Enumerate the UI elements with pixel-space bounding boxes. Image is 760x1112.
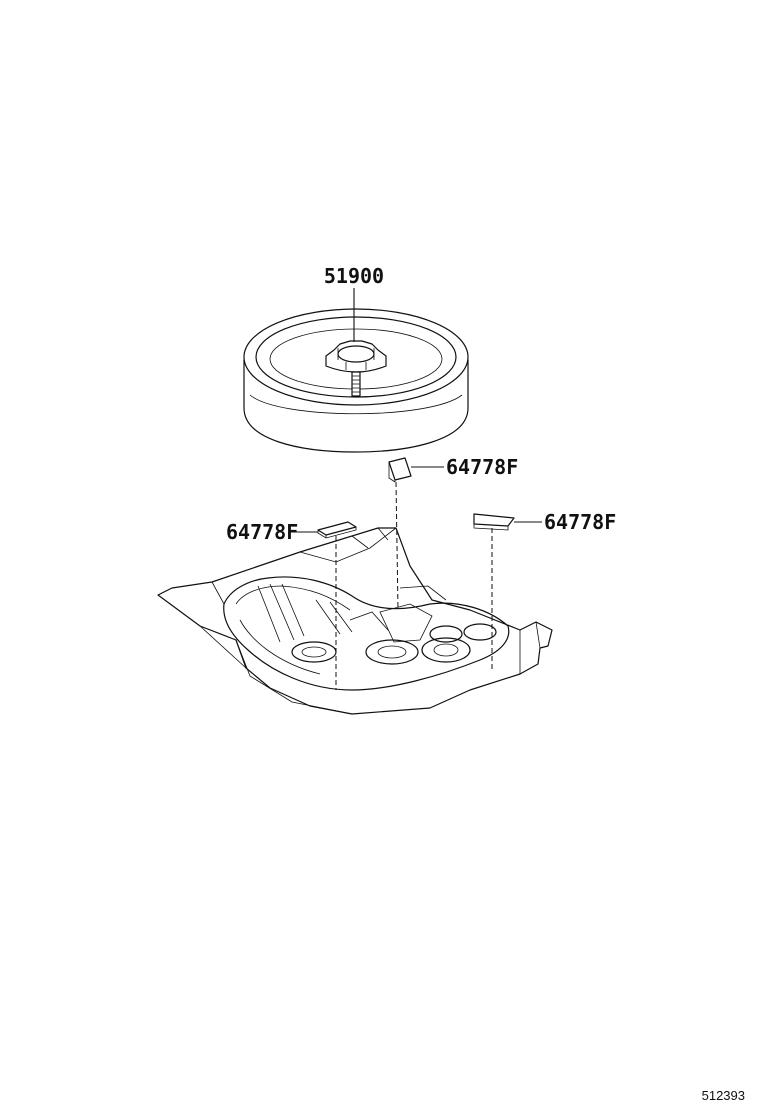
label-64778f-left: 64778F [226, 520, 298, 544]
pad-top-illustration [388, 457, 412, 483]
pad-left-illustration [317, 521, 357, 539]
pad-right-illustration [473, 513, 515, 531]
locator-lines [335, 481, 493, 690]
label-64778f-top: 64778F [446, 455, 518, 479]
label-51900: 51900 [324, 264, 384, 288]
floor-panel-illustration [157, 527, 553, 715]
spare-wheel-illustration [243, 308, 469, 453]
label-64778f-right: 64778F [544, 510, 616, 534]
diagram-id: 512393 [702, 1088, 745, 1103]
